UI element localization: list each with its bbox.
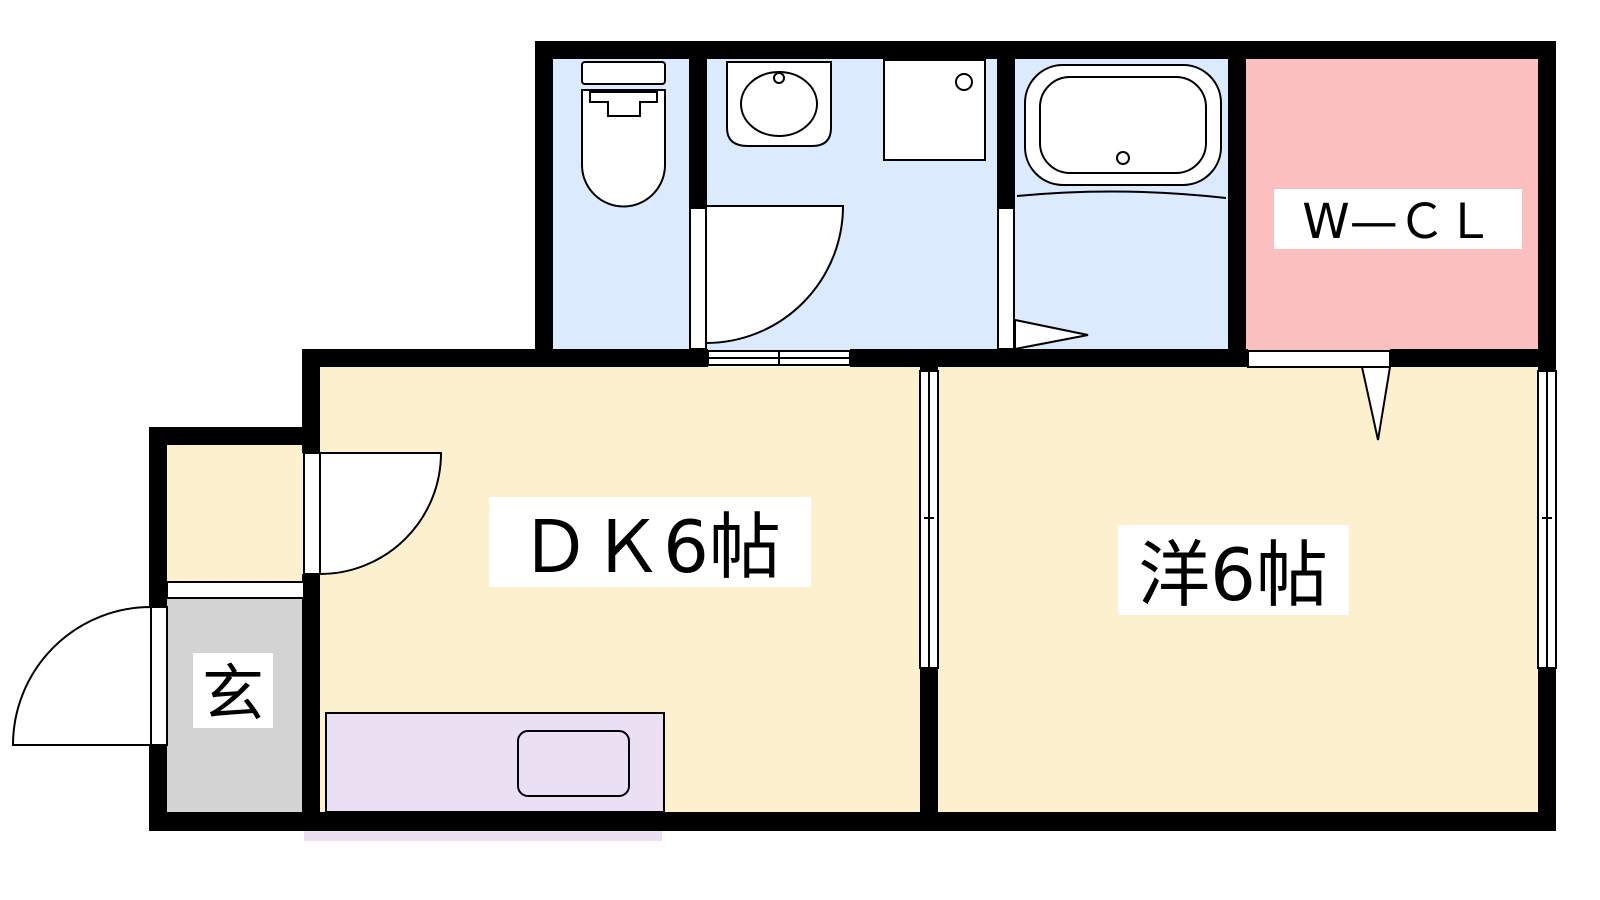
western-label: 洋6帖 (1138, 533, 1328, 617)
kitchen-sink (517, 730, 630, 797)
washing-machine-drain (955, 73, 973, 91)
bathroom-door-leaf (997, 207, 1015, 350)
entrance-door-swing (11, 605, 152, 746)
bathtub-inner (1039, 76, 1207, 174)
wall-entry-left-lower (149, 745, 167, 831)
entry-hall-floor (167, 445, 304, 582)
fixtures (325, 59, 1227, 813)
toilet-door-swing (705, 205, 845, 345)
wall-toilet-wash (689, 59, 707, 209)
wall-dk-western-upper (920, 367, 938, 371)
closet-label: W—ＣＬ (1302, 194, 1493, 250)
toilet-seat (589, 91, 658, 117)
closet-door-swing (1360, 366, 1392, 441)
wall-dk-left-lower (302, 574, 320, 831)
bath-apron (1016, 190, 1227, 199)
western-label-bg (1118, 525, 1349, 615)
wall-entry-top (149, 427, 320, 445)
entrance-label-bg (193, 653, 273, 728)
wall-wash-bath (997, 59, 1015, 209)
toilet-door-leaf (689, 207, 707, 350)
entrance-step (166, 581, 305, 599)
wall-bottom (149, 812, 1556, 831)
dk-label: ＤＫ6帖 (519, 505, 781, 589)
wash-basin-faucet (773, 72, 785, 84)
closet-label-bg (1274, 189, 1522, 249)
entrance-label: 玄 (202, 657, 264, 730)
counter-underline (304, 831, 662, 841)
wall-mid-left (302, 349, 708, 367)
washing-machine-space (883, 59, 986, 161)
wall-top (535, 41, 1556, 59)
bathroom-folding-door (1014, 318, 1089, 351)
closet-opening (1247, 350, 1391, 368)
wall-upper-left (535, 41, 553, 367)
wall-bath-closet (1228, 59, 1246, 367)
wall-dk-western-lower (920, 668, 938, 831)
dk-label-bg (489, 497, 811, 587)
doors (11, 205, 1392, 746)
wall-entry-left-upper (149, 427, 167, 607)
bathtub-drain (1116, 151, 1130, 165)
toilet-tank (581, 61, 666, 85)
entrance-door-leaf (150, 606, 168, 746)
dk-door-leaf (303, 452, 321, 575)
wall-mid-center (850, 349, 1248, 367)
wall-mid-right (1390, 349, 1556, 367)
toilet-bowl (581, 89, 666, 208)
windows (707, 350, 1557, 669)
dk-door-swing (319, 452, 443, 576)
